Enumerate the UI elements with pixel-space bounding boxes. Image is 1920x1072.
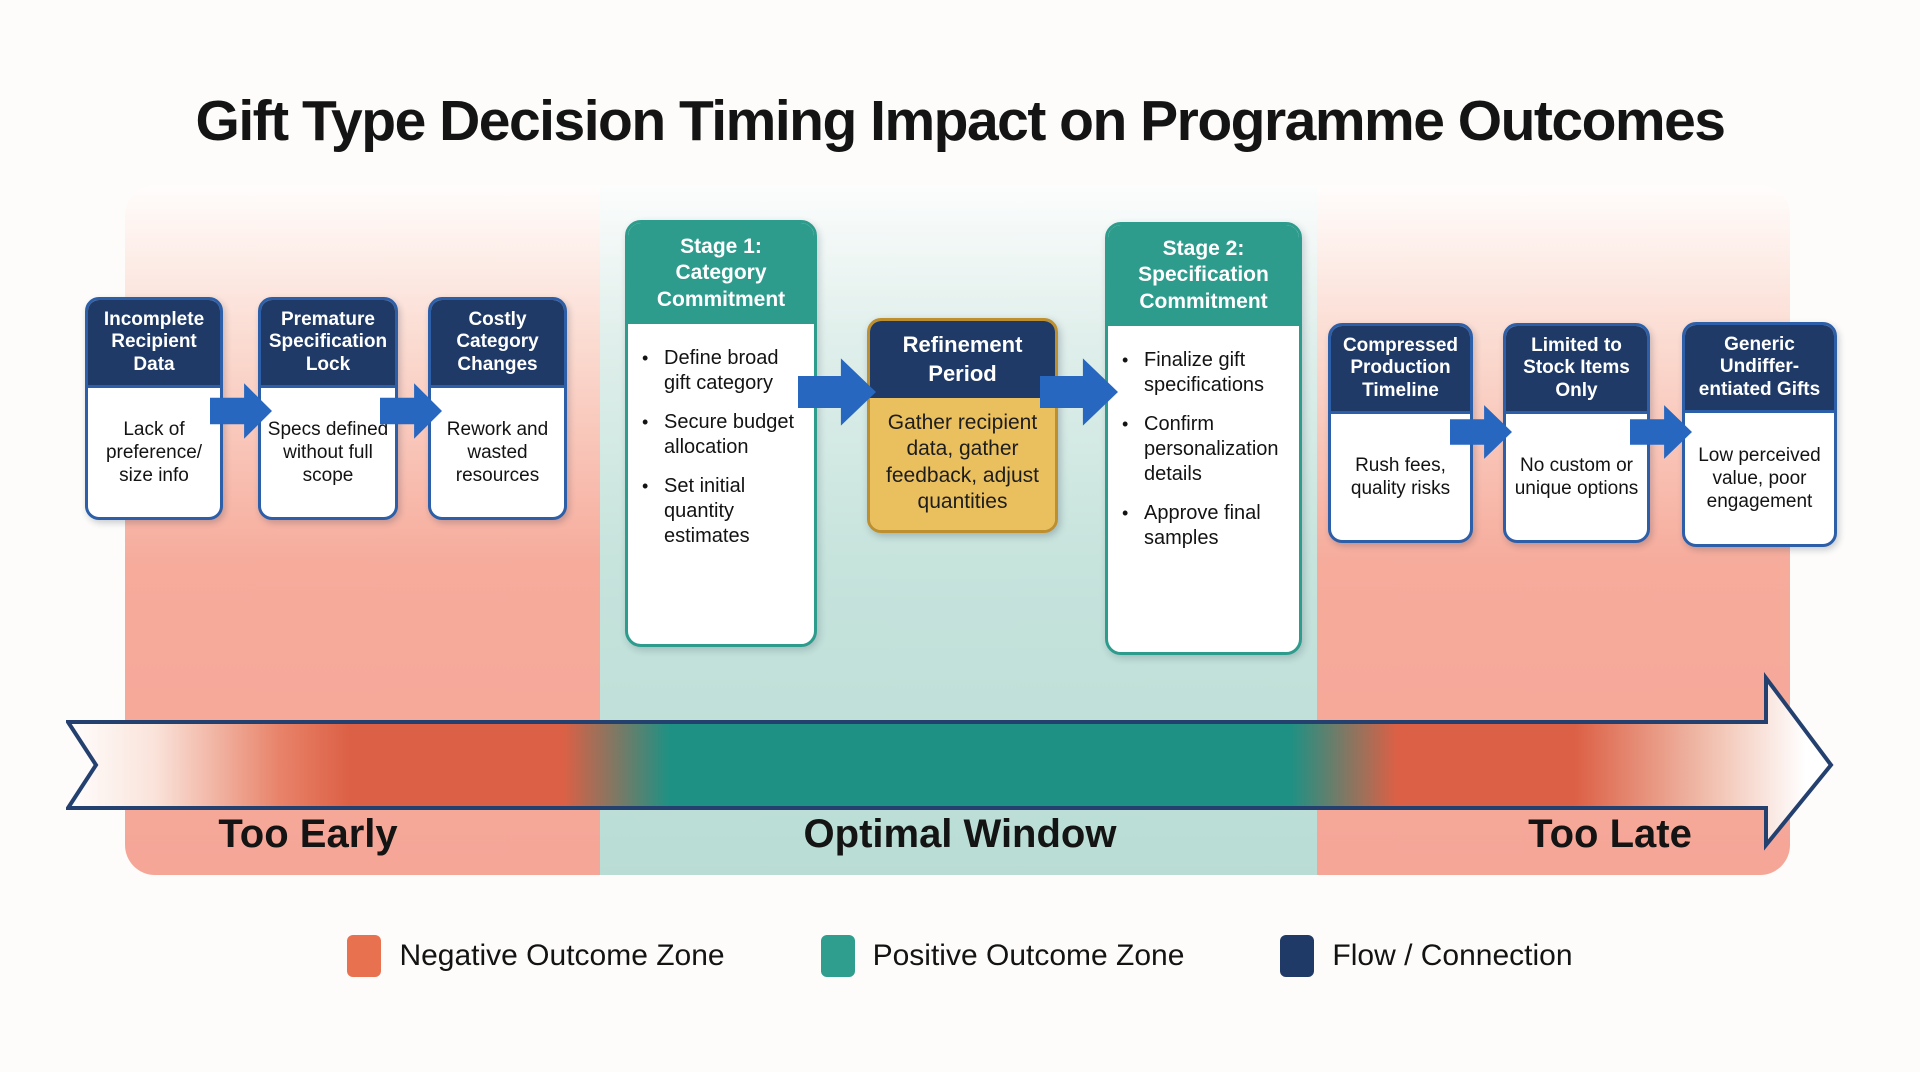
card-body: Specs defined without full scope (267, 418, 389, 487)
card-body: No custom or unique options (1514, 454, 1639, 500)
bullet-item: • Approve final samples (1122, 501, 1289, 551)
flow-connection-swatch-icon (1280, 935, 1315, 977)
card-body: Rework and wasted resources (446, 418, 549, 487)
bullet-icon: • (642, 411, 649, 432)
legend: Negative Outcome Zone Positive Outcome Z… (0, 935, 1920, 977)
card-refinement-period: Refinement Period Gather recipient data,… (867, 318, 1058, 533)
card-body: Gather recipient data, gather feedback, … (870, 398, 1055, 530)
card-header: Premature Specification Lock (261, 300, 395, 389)
bullet-item: • Set initial quantity estimates (642, 474, 804, 549)
legend-item-negative: Negative Outcome Zone (347, 935, 725, 977)
timeline-arrow-shape (66, 672, 1834, 851)
positive-zone-swatch-icon (820, 935, 855, 977)
card-header: Generic Undiffer-entiated Gifts (1685, 325, 1834, 414)
card-body: • Define broad gift category • Secure bu… (628, 324, 814, 644)
bullet-text: Finalize gift specifications (1144, 348, 1265, 396)
card-header: Limited to Stock Items Only (1506, 326, 1647, 415)
card-header: Stage 1: Category Commitment (628, 223, 814, 324)
card-costly-category-changes: Costly Category Changes Rework and waste… (428, 297, 567, 520)
card-header: Stage 2: Specification Commitment (1108, 225, 1299, 326)
negative-zone-swatch-icon (347, 935, 382, 977)
too-early-label: Too Early (218, 812, 398, 856)
card-header: Incomplete Recipient Data (88, 300, 220, 389)
flow-arrow-icon (1040, 358, 1118, 426)
bullet-item: • Secure budget allocation (642, 410, 804, 460)
card-header: Refinement Period (870, 321, 1055, 399)
bullet-icon: • (642, 475, 649, 496)
card-limited-to-stock-items: Limited to Stock Items Only No custom or… (1503, 323, 1650, 543)
flow-arrow-icon (210, 383, 272, 439)
legend-label: Positive Outcome Zone (872, 939, 1185, 972)
flow-arrow-icon (798, 358, 876, 426)
card-stage2-specification-commitment: Stage 2: Specification Commitment • Fina… (1105, 222, 1302, 655)
bullet-icon: • (642, 347, 649, 368)
bullet-text: Define broad gift category (664, 346, 779, 394)
card-header: Costly Category Changes (431, 300, 564, 389)
card-body: Lack of preference/ size info (105, 418, 203, 487)
bullet-item: • Define broad gift category (642, 346, 804, 396)
card-generic-undifferentiated-gifts: Generic Undiffer-entiated Gifts Low perc… (1682, 322, 1837, 547)
card-body: • Finalize gift specifications • Confirm… (1108, 326, 1299, 652)
card-stage1-category-commitment: Stage 1: Category Commitment • Define br… (625, 220, 817, 647)
page-title: Gift Type Decision Timing Impact on Prog… (195, 89, 1726, 153)
card-compressed-production-timeline: Compressed Production Timeline Rush fees… (1328, 323, 1473, 543)
optimal-window-label: Optimal Window (803, 812, 1117, 856)
legend-item-flow: Flow / Connection (1280, 935, 1573, 977)
bullet-text: Set initial quantity estimates (664, 474, 750, 547)
bullet-icon: • (1122, 502, 1129, 523)
card-premature-specification-lock: Premature Specification Lock Specs defin… (258, 297, 398, 520)
card-incomplete-recipient-data: Incomplete Recipient Data Lack of prefer… (85, 297, 223, 520)
card-header: Compressed Production Timeline (1331, 326, 1470, 415)
bullet-item: • Confirm personalization details (1122, 412, 1289, 487)
bullet-item: • Finalize gift specifications (1122, 348, 1289, 398)
legend-item-positive: Positive Outcome Zone (820, 935, 1185, 977)
bullet-text: Approve final samples (1144, 501, 1261, 549)
legend-label: Negative Outcome Zone (399, 939, 725, 972)
too-late-label: Too Late (1528, 812, 1692, 856)
timeline-arrow (66, 672, 1834, 851)
bullet-text: Secure budget allocation (664, 410, 795, 458)
flow-arrow-icon (1630, 405, 1692, 459)
card-body: Rush fees, quality risks (1350, 454, 1451, 500)
flow-arrow-icon (1450, 405, 1512, 459)
bullet-text: Confirm personalization details (1144, 412, 1279, 485)
card-body: Low perceived value, poor engagement (1698, 444, 1821, 513)
legend-label: Flow / Connection (1332, 939, 1573, 972)
flow-arrow-icon (380, 383, 442, 439)
bullet-icon: • (1122, 413, 1129, 434)
bullet-icon: • (1122, 349, 1129, 370)
